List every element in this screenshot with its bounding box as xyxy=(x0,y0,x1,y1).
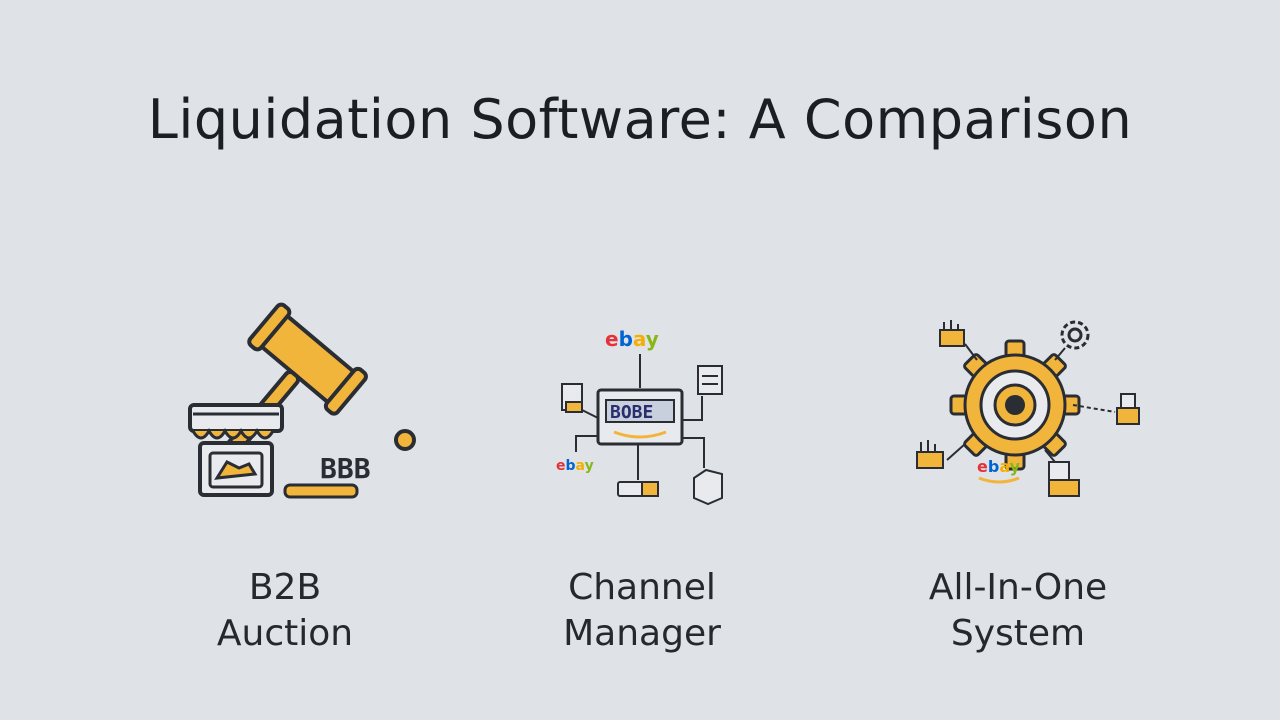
ebay-logo-top: ebay xyxy=(605,327,659,351)
hub-icon-text: BOBE xyxy=(610,402,653,423)
channel-hub-network-icon: ebay BOBE ebay xyxy=(556,327,723,506)
option-label-channel-manager: Channel Manager xyxy=(472,565,812,657)
option-label-line1: B2B xyxy=(248,567,322,608)
option-label-all-in-one-system: All-In-One System xyxy=(848,565,1188,657)
option-channel-manager: ebay BOBE ebay xyxy=(530,320,750,510)
option-label-line1: Channel xyxy=(568,567,716,608)
option-label-line2: Auction xyxy=(216,613,354,654)
option-all-in-one-system: ebay xyxy=(905,310,1155,510)
ebay-logo-bottom: ebay xyxy=(977,457,1021,476)
auction-icon-text: BBB xyxy=(320,452,371,485)
page-title: Liquidation Software: A Comparison xyxy=(147,88,1133,151)
option-label-b2b-auction: B2B Auction xyxy=(115,565,455,657)
option-label-line2: Manager xyxy=(563,613,721,654)
integrated-gear-system-icon: ebay xyxy=(916,320,1140,497)
option-label-line1: All-In-One xyxy=(928,567,1108,608)
option-b2b-auction: BBB xyxy=(155,300,455,520)
option-label-line2: System xyxy=(950,613,1086,654)
auction-gavel-storefront-icon: BBB xyxy=(188,302,416,499)
ebay-logo-left: ebay xyxy=(556,458,594,474)
